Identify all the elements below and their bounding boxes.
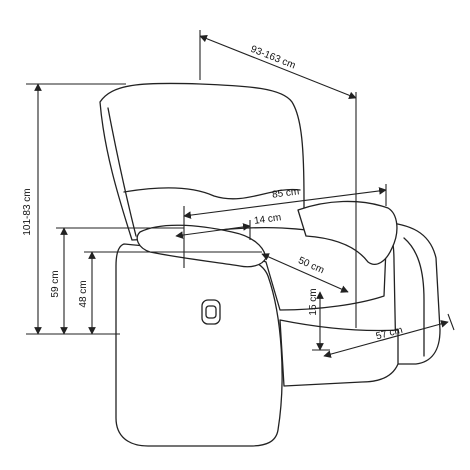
seat-depth-line <box>261 253 349 293</box>
armchair-outline <box>99 82 441 447</box>
seat-width-label: 85 cm <box>271 186 299 200</box>
recline-handle-inner <box>205 305 217 319</box>
backrest-left-edge <box>107 107 137 237</box>
side-depth-ext <box>447 313 455 331</box>
right-arm-inner-line <box>403 237 425 357</box>
height-total-label: 101-83 cm <box>22 188 33 235</box>
seat-thickness-label: 15 cm <box>308 288 319 315</box>
seat-height-label: 48 cm <box>78 280 89 307</box>
armrest-width-line <box>175 223 251 239</box>
armrest-height-label: 59 cm <box>50 270 61 297</box>
left-arm-body <box>115 243 283 447</box>
depth-reclined-line <box>199 34 357 100</box>
armrest-width-label: 14 cm <box>253 212 281 227</box>
depth-reclined-label: 93-163 cm <box>249 44 297 72</box>
dimension-lines <box>26 30 455 358</box>
side-depth-line <box>323 320 449 358</box>
seat-width-line <box>183 187 387 219</box>
